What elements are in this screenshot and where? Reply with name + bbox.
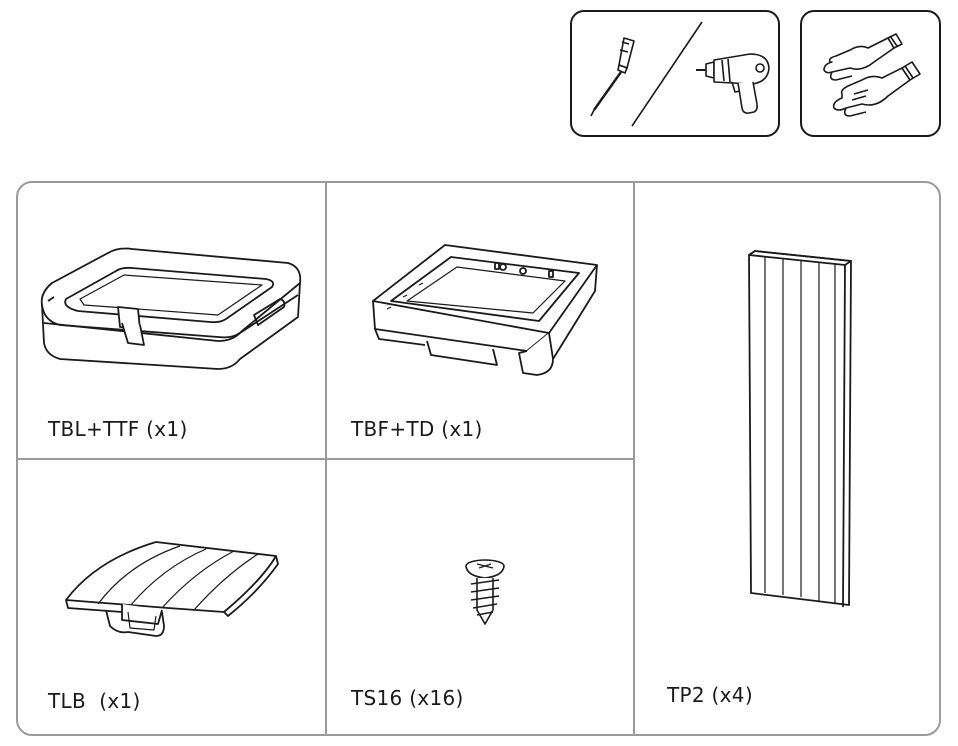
part-label-tlb: TLB (x1) bbox=[48, 689, 141, 713]
part-cell-tbf-td: TBF+TD (x1) bbox=[327, 183, 633, 458]
top-lid-frame-icon bbox=[40, 247, 302, 370]
tool-separator bbox=[631, 21, 703, 127]
tools-box bbox=[570, 10, 780, 137]
divider-horizontal bbox=[18, 458, 633, 460]
part-label-tbl-ttf: TBL+TTF (x1) bbox=[48, 417, 188, 441]
screwdriver-icon bbox=[590, 37, 635, 117]
part-cell-tlb: TLB (x1) bbox=[18, 460, 325, 734]
divider-vertical-2 bbox=[633, 183, 635, 734]
wall-panel-icon bbox=[748, 250, 852, 608]
part-cell-tp2: TP2 (x4) bbox=[635, 183, 939, 734]
part-cell-tbl-ttf: TBL+TTF (x1) bbox=[18, 183, 325, 458]
gloves-box bbox=[800, 10, 941, 137]
part-label-tbf-td: TBF+TD (x1) bbox=[351, 417, 483, 441]
tools-illustration bbox=[590, 21, 770, 127]
power-drill-icon bbox=[696, 53, 770, 114]
screw-icon bbox=[465, 559, 505, 625]
parts-panel: TBL+TTF (x1) bbox=[16, 181, 941, 736]
gloves-icon bbox=[823, 33, 921, 117]
lid-board-icon bbox=[65, 541, 279, 637]
part-label-ts16: TS16 (x16) bbox=[351, 686, 464, 710]
base-frame-tray-icon bbox=[372, 244, 598, 376]
part-cell-ts16: TS16 (x16) bbox=[327, 460, 633, 734]
part-label-tp2: TP2 (x4) bbox=[667, 683, 753, 707]
